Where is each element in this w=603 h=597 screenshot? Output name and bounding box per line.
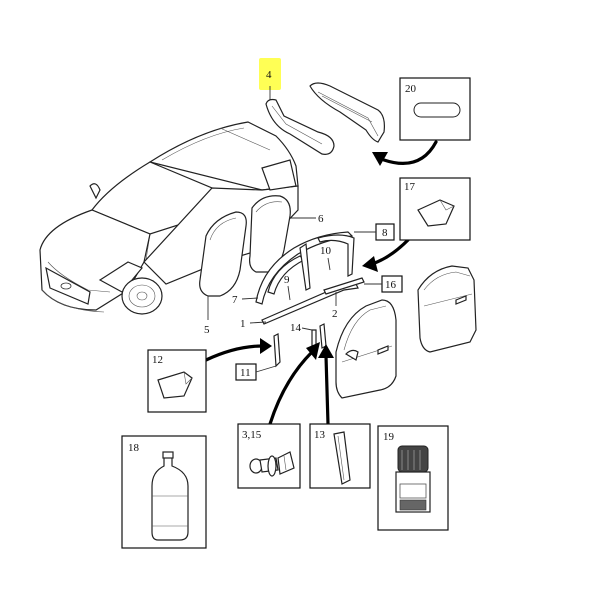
inset-box-13[interactable]: 13 [309, 423, 371, 489]
box-18-label: 18 [128, 442, 140, 454]
seal-4[interactable] [265, 98, 335, 155]
box-12-label: 12 [152, 354, 163, 366]
callout-1[interactable]: 1 [240, 318, 246, 330]
callout-9[interactable]: 9 [284, 274, 290, 286]
door-seal-5[interactable] [199, 211, 247, 297]
inset-box-18[interactable]: 18 [121, 435, 207, 549]
inset-box-17[interactable]: 17 [399, 177, 471, 241]
callout-11-label: 11 [240, 367, 251, 379]
callout-7[interactable]: 7 [232, 294, 238, 306]
callout-6[interactable]: 6 [318, 213, 324, 225]
box-19-label: 19 [383, 431, 395, 443]
arrow-3-15 [268, 350, 314, 426]
front-door[interactable] [335, 299, 397, 399]
box-20-label: 20 [405, 83, 417, 95]
trim-11[interactable] [273, 333, 281, 368]
arrow-13 [324, 354, 330, 426]
arrow-17 [370, 238, 410, 266]
callout-5[interactable]: 5 [204, 324, 210, 336]
arrow-20 [382, 140, 438, 165]
callout-4-highlight[interactable] [259, 58, 281, 90]
spoiler-part[interactable] [309, 82, 385, 143]
box-17-label: 17 [404, 181, 416, 193]
inset-box-20[interactable]: 20 [399, 77, 471, 141]
callout-2[interactable]: 2 [332, 308, 338, 320]
callout-16-label: 16 [385, 279, 397, 291]
box-3-15-label: 3,15 [242, 429, 262, 441]
callout-4[interactable]: 4 [266, 69, 272, 81]
window-seals[interactable] [255, 231, 365, 325]
inset-box-12[interactable]: 12 [147, 349, 207, 413]
rear-door[interactable] [417, 265, 477, 353]
callout-10[interactable]: 10 [320, 245, 332, 257]
callout-8-label: 8 [382, 227, 388, 239]
callout-14[interactable]: 14 [290, 322, 302, 334]
callout-8[interactable]: 8 [375, 223, 395, 241]
door-seal-6[interactable] [249, 195, 291, 273]
callout-16[interactable]: 16 [381, 275, 403, 293]
inset-box-19[interactable]: 19 [377, 425, 449, 531]
arrow-12 [204, 344, 264, 362]
inset-box-3-15[interactable]: 3,15 [237, 423, 301, 489]
callout-11[interactable]: 11 [235, 363, 257, 381]
box-13-label: 13 [314, 429, 326, 441]
